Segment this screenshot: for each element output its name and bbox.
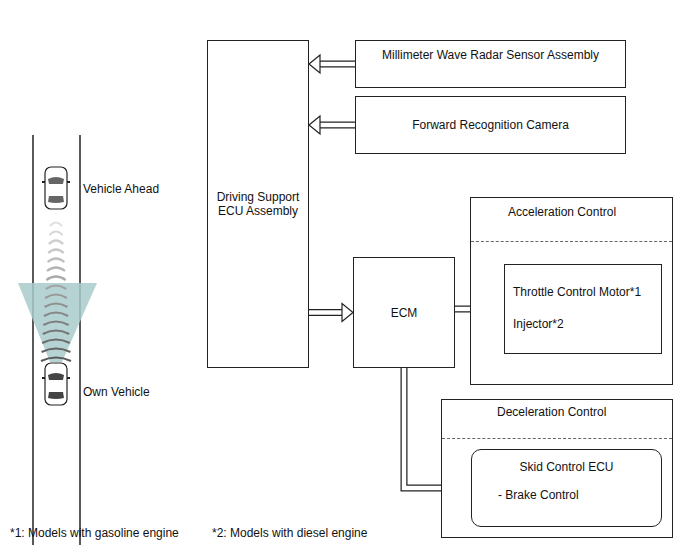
hollow-arrow: [309, 116, 355, 134]
own-vehicle: [42, 363, 70, 405]
radar-wave: [48, 250, 64, 254]
footnote: *2: Models with diesel engine: [212, 526, 367, 540]
dashed-divider: [442, 438, 672, 439]
radar-wave: [45, 304, 68, 308]
vehicle-label: Vehicle Ahead: [83, 182, 159, 196]
camera-box: Forward Recognition Camera: [355, 96, 626, 154]
radar-wave: [49, 241, 63, 245]
radar-wave: [47, 268, 65, 272]
node-text: Throttle Control Motor*1: [513, 285, 641, 299]
node-text: Millimeter Wave Radar Sensor Assembly: [356, 48, 625, 62]
node-text: Skid Control ECU: [472, 460, 661, 474]
radar-wave: [43, 331, 69, 335]
node-text: Deceleration Control: [497, 405, 606, 419]
node-text: Forward Recognition Camera: [360, 118, 621, 132]
radar-wave: [44, 313, 68, 317]
radar-wave: [45, 295, 67, 299]
footnote: *1: Models with gasoline engine: [10, 526, 179, 540]
node-text: Acceleration Control: [508, 205, 616, 219]
actuator-box: Throttle Control Motor*1Injector*2: [504, 264, 662, 354]
radar-wave: [42, 349, 71, 353]
node-text: - Brake Control: [498, 488, 579, 502]
radar-wave: [46, 286, 66, 290]
vehicle-label: Own Vehicle: [83, 385, 150, 399]
node-text: Injector*2: [513, 317, 564, 331]
control-group: Acceleration ControlThrottle Control Mot…: [470, 197, 673, 385]
radar-wave: [41, 358, 71, 362]
radar-wave: [42, 340, 70, 344]
hollow-arrow: [309, 55, 355, 73]
control-group: Deceleration ControlSkid Control ECU - Br…: [441, 399, 673, 538]
radar-wave: [48, 259, 65, 263]
ecu-box: Driving Support ECU Assembly: [207, 40, 309, 368]
sensor-box: Millimeter Wave Radar Sensor Assembly: [355, 40, 626, 88]
road-edge: [32, 135, 34, 545]
radar-wave: [49, 232, 62, 236]
node-text: ECM: [358, 306, 450, 320]
radar-wave: [50, 223, 62, 227]
radar-waves: [41, 223, 71, 362]
dashed-divider: [471, 241, 672, 242]
ecm-box: ECM: [353, 257, 455, 368]
vehicle-ahead: [42, 167, 70, 209]
radar-beam: [18, 283, 97, 362]
radar-wave: [46, 277, 65, 281]
skid-ecu-box: Skid Control ECU - Brake Control: [471, 449, 662, 527]
hollow-arrow: [309, 304, 353, 322]
node-text: Driving Support ECU Assembly: [212, 190, 304, 218]
radar-wave: [43, 322, 68, 326]
road-edge: [79, 135, 81, 545]
